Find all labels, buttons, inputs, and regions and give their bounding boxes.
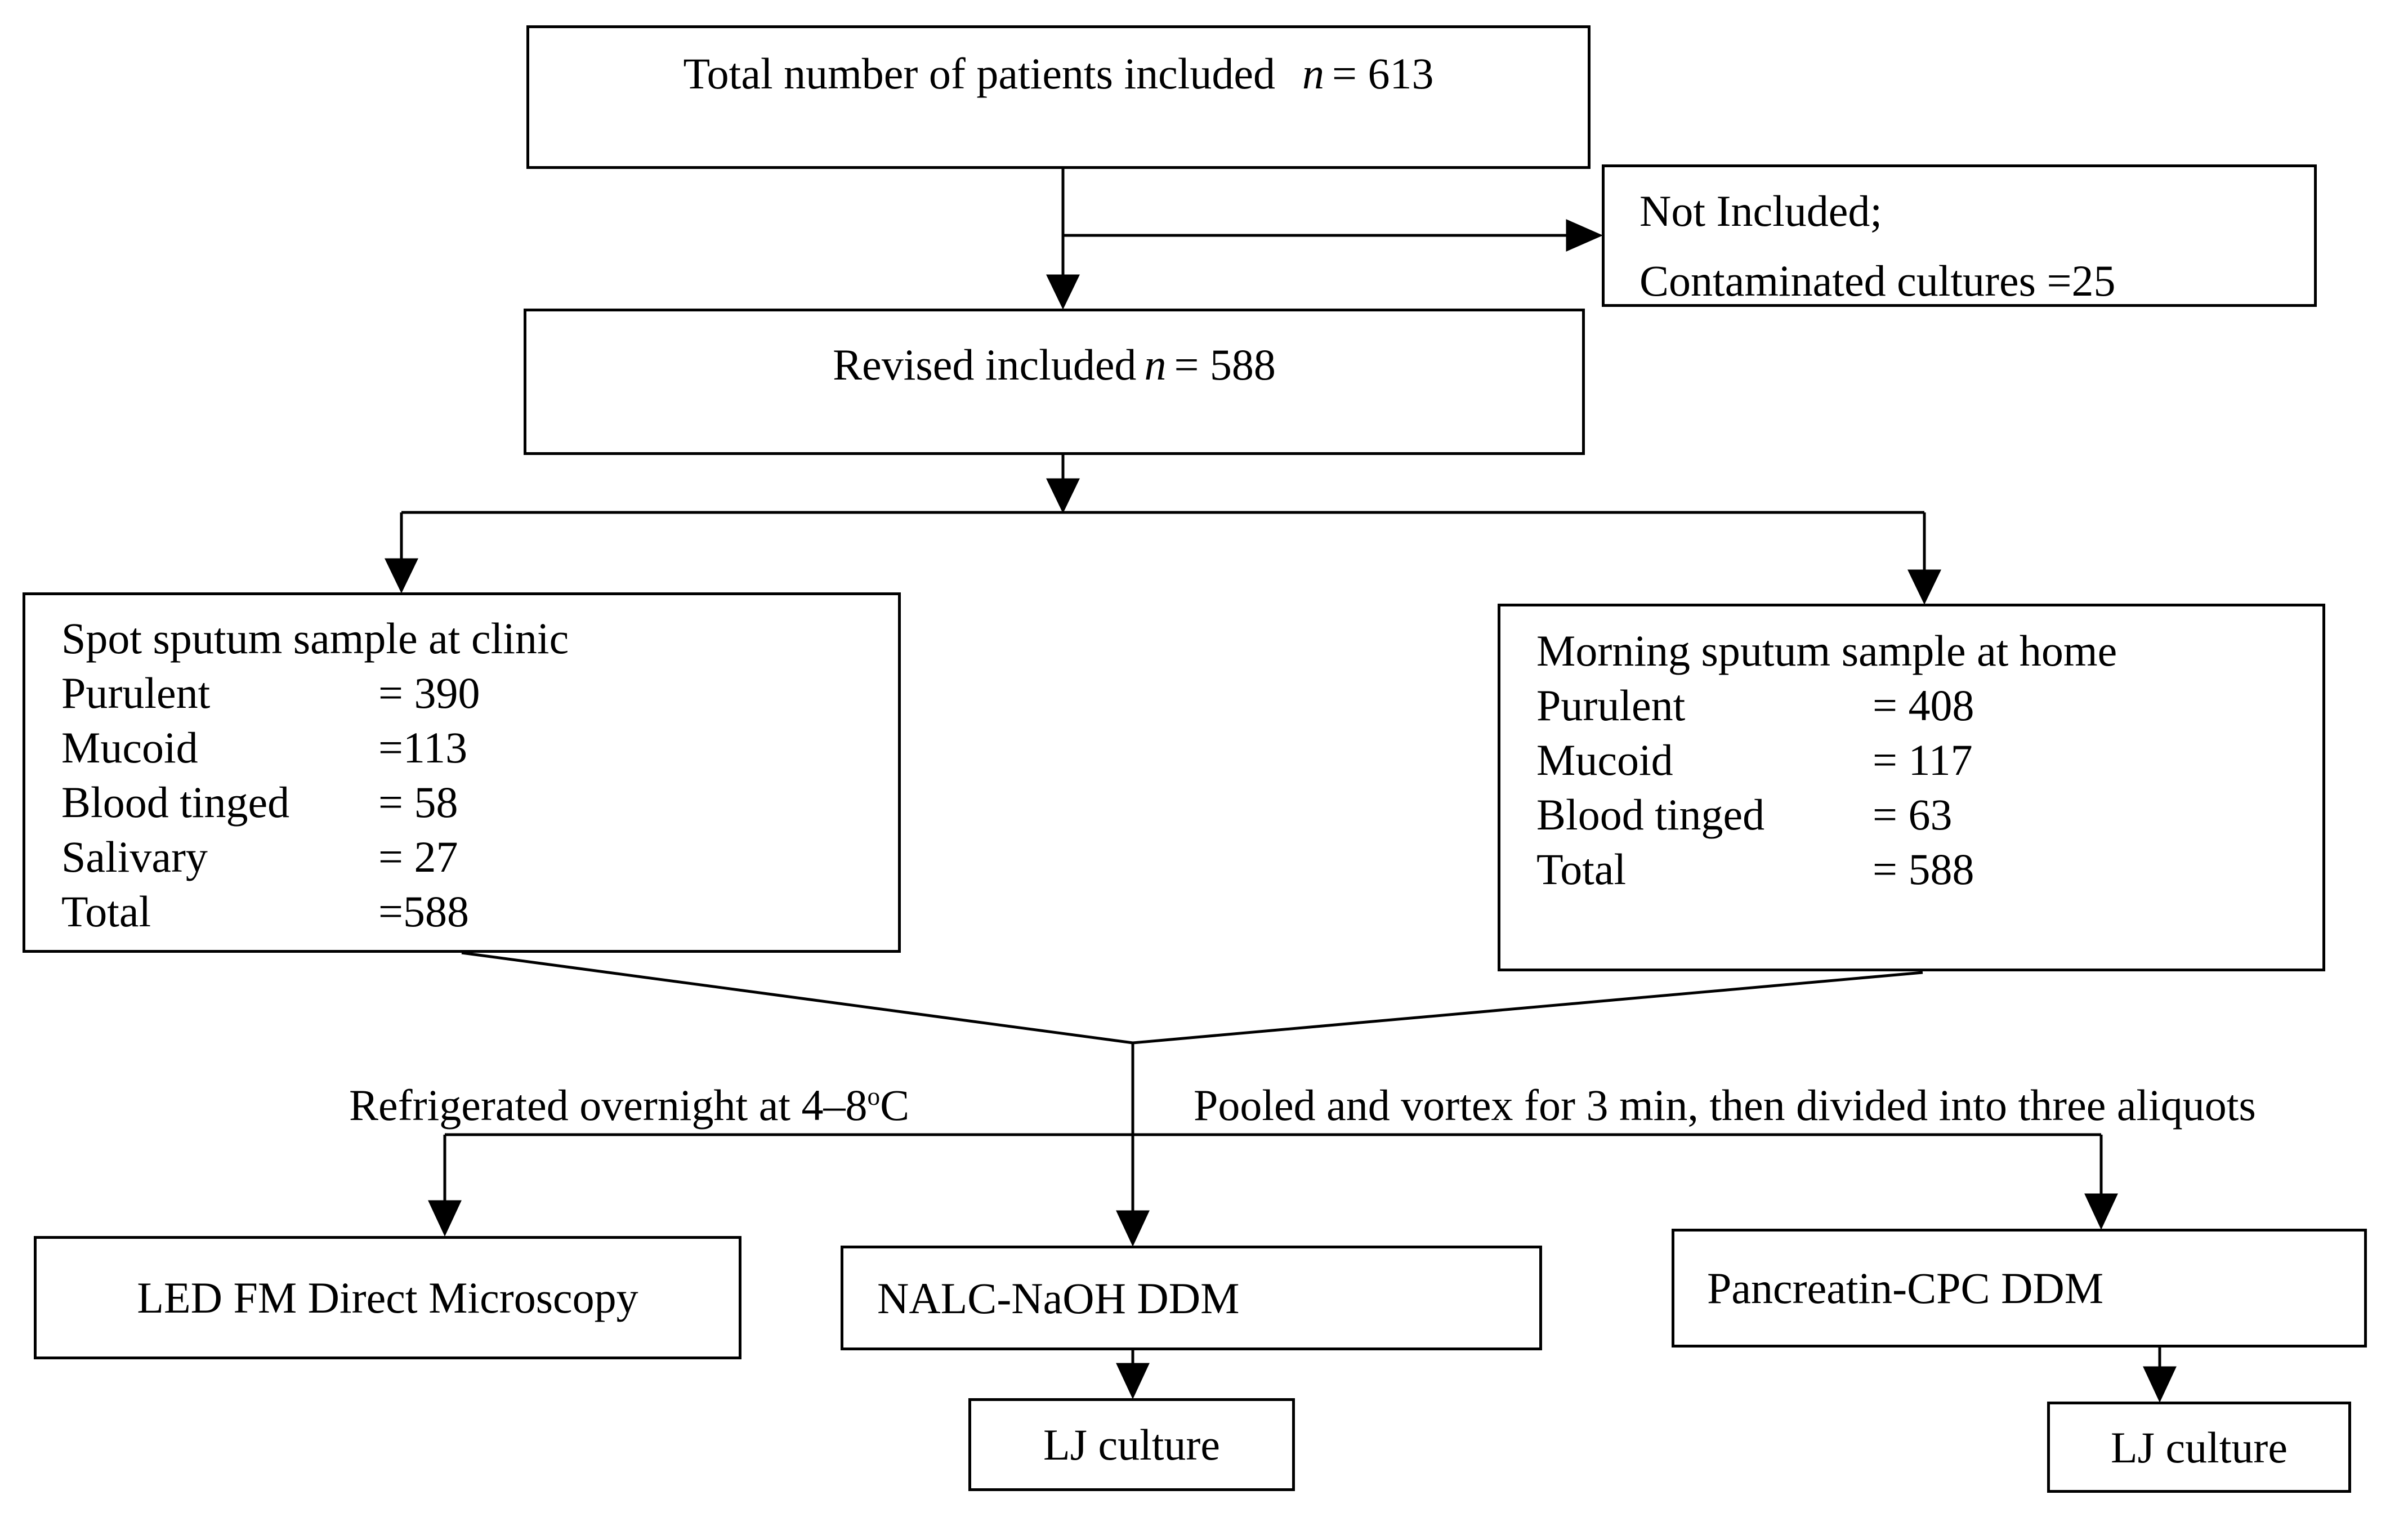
lj-culture-box-right: LJ culture: [2047, 1402, 2351, 1493]
not-included-box: Not Included; Contaminated cultures =25: [1602, 164, 2317, 307]
total-patients-value: = 613: [1332, 49, 1434, 98]
lj-culture-box-center: LJ culture: [968, 1398, 1295, 1491]
spot-row-mucoid: Mucoid =113: [61, 720, 887, 775]
pooled-vortex-label: Pooled and vortex for 3 min, then divide…: [1194, 1081, 2256, 1130]
spot-sputum-box: Spot sputum sample at clinic Purulent = …: [23, 592, 901, 953]
row-label: Mucoid: [1536, 735, 1673, 784]
diagonal-from-morning: [1132, 971, 1923, 1045]
degree-superscript: o: [867, 1082, 881, 1110]
revised-n: n: [1144, 340, 1167, 389]
row-label: Purulent: [61, 668, 211, 717]
row-value: = 117: [1873, 735, 1973, 784]
row-label: Purulent: [1536, 681, 1686, 730]
spot-row-salivary: Salivary = 27: [61, 829, 887, 884]
refrigerated-text: Refrigerated overnight at 4–8: [349, 1081, 868, 1130]
arrowhead-into-lj-right: [2143, 1366, 2177, 1403]
revised-text: Revised included: [833, 340, 1137, 389]
morning-row-mucoid: Mucoid = 117: [1536, 733, 2311, 787]
led-fm-microscopy-box: LED FM Direct Microscopy: [34, 1236, 741, 1359]
morning-sputum-title: Morning sputum sample at home: [1536, 626, 2117, 675]
revised-value: = 588: [1174, 340, 1276, 389]
row-value: = 588: [1873, 845, 1974, 894]
not-included-line1: Not Included;: [1639, 186, 1883, 235]
total-patients-text: Total number of patients included: [683, 49, 1276, 98]
spot-row-purulent: Purulent = 390: [61, 666, 887, 720]
row-label: Salivary: [61, 832, 208, 881]
arrowhead-onto-splitline: [1046, 478, 1080, 514]
row-value: = 408: [1873, 681, 1974, 730]
row-value: =113: [378, 723, 468, 772]
spot-row-total: Total =588: [61, 884, 887, 939]
not-included-line2: Contaminated cultures =25: [1639, 256, 2116, 305]
arrowhead-into-spot: [385, 558, 418, 594]
row-label: Total: [1536, 845, 1627, 894]
spot-row-blood-tinged: Blood tinged = 58: [61, 775, 887, 829]
row-value: = 58: [378, 778, 458, 827]
row-value: = 390: [378, 668, 480, 717]
total-patients-box: Total number of patients included n= 613: [526, 25, 1591, 169]
arrowhead-into-lj-center: [1116, 1363, 1150, 1399]
row-value: = 27: [378, 832, 458, 881]
row-value: = 63: [1873, 790, 1953, 839]
morning-sputum-box: Morning sputum sample at home Purulent =…: [1498, 604, 2325, 971]
total-patients-n: n: [1302, 49, 1325, 98]
nalc-naoh-ddm-box: NALC-NaOH DDM: [841, 1246, 1542, 1350]
arrowhead-into-morning: [1907, 569, 1941, 605]
row-value: =588: [378, 887, 469, 936]
spot-sputum-title: Spot sputum sample at clinic: [61, 614, 569, 663]
arrowhead-into-revised: [1046, 274, 1080, 310]
morning-row-total: Total = 588: [1536, 842, 2311, 896]
arrowhead-into-not-included: [1566, 219, 1603, 252]
arrowhead-into-pancreatin: [2084, 1193, 2118, 1230]
row-label: Blood tinged: [1536, 790, 1765, 839]
morning-row-purulent: Purulent = 408: [1536, 678, 2311, 733]
row-label: Total: [61, 887, 151, 936]
arrowhead-into-led: [428, 1200, 462, 1237]
arrowhead-into-nalc: [1116, 1210, 1150, 1247]
pancreatin-cpc-ddm-box: Pancreatin-CPC DDM: [1672, 1229, 2367, 1348]
morning-row-blood-tinged: Blood tinged = 63: [1536, 787, 2311, 842]
row-label: Mucoid: [61, 723, 198, 772]
row-label: Blood tinged: [61, 778, 290, 827]
diagonal-from-spot: [461, 951, 1133, 1045]
refrigerated-overnight-label: Refrigerated overnight at 4–8oC: [349, 1078, 909, 1132]
refrigerated-suffix: C: [880, 1081, 910, 1130]
